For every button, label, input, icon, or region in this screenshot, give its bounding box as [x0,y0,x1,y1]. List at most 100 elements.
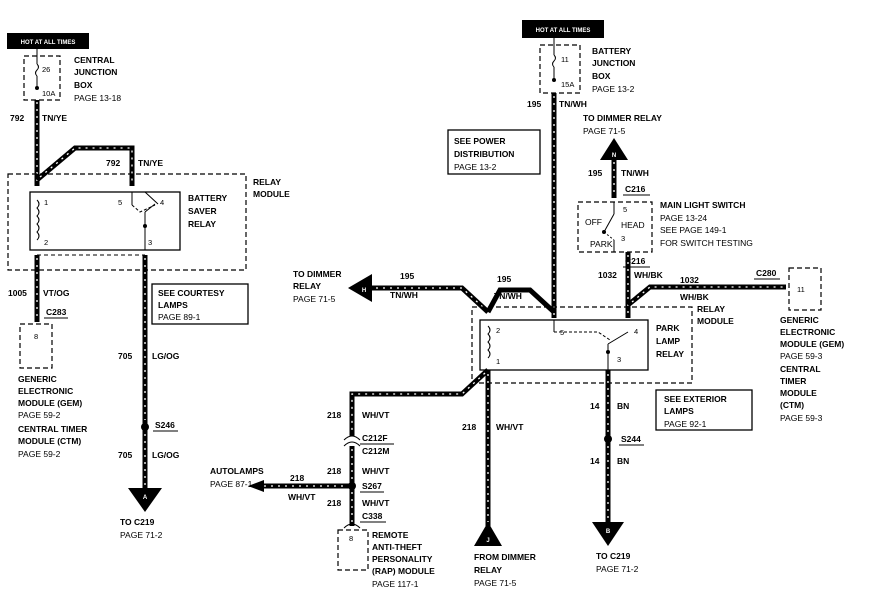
rap-page: PAGE 117-1 [372,579,419,589]
splice-s244-label: S244 [621,434,641,444]
right-ctm-4: (CTM) [780,400,804,410]
plr-name-1: PARK [656,323,680,333]
wire-792-num-a: 792 [10,113,24,123]
right-ctm-3: MODULE [780,388,817,398]
power-dist-line-1: SEE POWER [454,136,505,146]
cjb-name-1: CENTRAL [74,55,115,65]
from-dimmer-1: FROM DIMMER [474,552,536,562]
wire-195-bridge [485,287,556,314]
battery-saver-relay [29,191,181,251]
to-dimmer-left-page: PAGE 71-5 [293,294,336,304]
left-ctm-page: PAGE 59-2 [18,449,61,459]
right-gem-name-2: ELECTRONIC [780,327,835,337]
see-courtesy-lamps-box[interactable] [151,283,249,325]
mls-pin-5: 5 [623,205,627,214]
bjb-name-3: BOX [592,71,611,81]
right-gem-pin: 11 [797,285,805,294]
plr-pin-4: 4 [634,327,638,336]
right-to-c219-page: PAGE 71-2 [596,564,639,574]
plr-name-2: LAMP [656,336,680,346]
wire-218-num-b: 218 [327,466,341,476]
rap-name-2: ANTI-THEFT [372,542,423,552]
wire-218-num-c: 218 [327,498,341,508]
wire-195-color-d: TN/WH [494,291,522,301]
park-lamp-relay [479,319,649,371]
rap-name-4: (RAP) MODULE [372,566,435,576]
splice-s246 [141,423,149,431]
left-gem-name-1: GENERIC [18,374,57,384]
wire-218-num-a: 218 [327,410,341,420]
rap-name-3: PERSONALITY [372,554,433,564]
left-gem-name-3: MODULE (GEM) [18,398,82,408]
wire-792-color-b: TN/YE [138,158,163,168]
wire-705-num-a: 705 [118,351,132,361]
wire-195-num-b: 195 [588,168,602,178]
wire-1032-color-a: WH/BK [634,270,664,280]
see-exterior-lamps-box[interactable] [655,389,753,431]
main-light-switch [577,201,653,253]
connector-j-label: J [486,538,489,544]
wire-1032-to-gem [626,284,786,307]
bsr-name-2: SAVER [188,206,217,216]
wire-195-color-b: TN/WH [621,168,649,178]
autolamps-page: PAGE 87-1 [210,479,253,489]
wire-195-num-d: 195 [497,274,511,284]
right-ctm-page: PAGE 59-3 [780,413,823,423]
bsr-name-3: RELAY [188,219,216,229]
right-gem-connector [788,267,822,311]
right-to-c219: TO C219 [596,551,631,561]
left-to-c219-page: PAGE 71-2 [120,530,163,540]
connector-c212f: C212F [362,433,388,443]
right-ctm-2: TIMER [780,376,806,386]
left-relay-module-outline [7,173,247,271]
mls-testing: FOR SWITCH TESTING [660,238,753,248]
cjb-name-2: JUNCTION [74,67,117,77]
wire-218-color-b: WH/VT [362,466,390,476]
wire-1005-color: VT/OG [43,288,70,298]
wire-1032-color-b: WH/BK [680,292,710,302]
see-power-distribution-box[interactable] [447,129,541,175]
wire-705-num-b: 705 [118,450,132,460]
hot-label-right [522,20,604,38]
bjb-name-2: JUNCTION [592,58,635,68]
right-circuit: HOT AT ALL TIMES 11 15A BATTERY JUNCTION… [210,20,844,589]
bjb-fuse-number: 11 [561,55,569,64]
rap-module-connector [337,529,369,571]
bsr-pin-3: 3 [148,238,152,247]
exterior-page: PAGE 92-1 [664,419,707,429]
wire-792-branch [35,145,135,186]
cjb-name-3: BOX [74,80,93,90]
right-relay-module-label-1: RELAY [697,304,725,314]
wire-218-color-d: WH/VT [496,422,524,432]
connector-h-label: H [362,288,366,294]
left-circuit: HOT AT ALL TIMES 26 10A CENTRAL JUNCTION… [7,33,290,540]
wire-705-color-b: LG/OG [152,450,180,460]
mls-name: MAIN LIGHT SWITCH [660,200,745,210]
splice-s246-label: S246 [155,420,175,430]
exterior-line-2: LAMPS [664,406,694,416]
mls-pin-3: 3 [621,234,625,243]
courtesy-line-2: LAMPS [158,300,188,310]
connector-b-arrow [592,522,624,546]
bsr-name-1: BATTERY [188,193,228,203]
to-dimmer-left-2: RELAY [293,281,321,291]
wire-705-color-a: LG/OG [152,351,180,361]
plr-pin-1: 1 [496,357,500,366]
connector-n-arrow [600,138,628,160]
connector-n-label: N [612,153,616,159]
hot-label-left [7,33,89,49]
cjb-page: PAGE 13-18 [74,93,121,103]
mls-page: PAGE 13-24 [660,213,707,223]
autolamps-name: AUTOLAMPS [210,466,264,476]
right-gem-name-3: MODULE (GEM) [780,339,844,349]
bsr-pin-2: 2 [44,238,48,247]
wire-218-color-c: WH/VT [362,498,390,508]
wire-218-num-d: 218 [462,422,476,432]
wire-195-color-c: TN/WH [390,290,418,300]
connector-a-arrow [128,488,162,512]
splice-s244 [604,435,612,443]
right-gem-page: PAGE 59-3 [780,351,823,361]
to-dimmer-top-page: PAGE 71-5 [583,126,626,136]
connector-c212m: C212M [362,446,389,456]
